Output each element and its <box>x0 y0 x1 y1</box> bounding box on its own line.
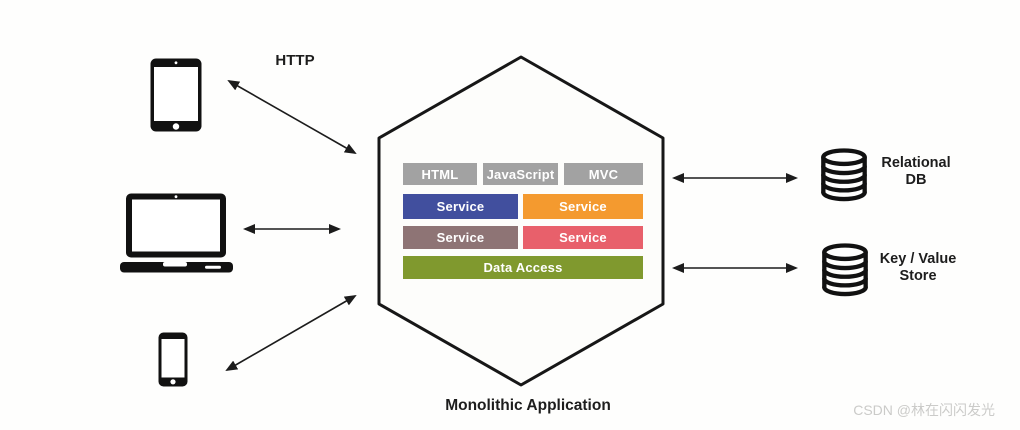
service-box-orange: Service <box>523 194 643 219</box>
key-value-store-label: Key / Value Store <box>866 251 970 285</box>
relational-database-icon <box>821 148 867 202</box>
key-value-store-label-line2: Store <box>899 268 937 284</box>
arrow-phone-hexagon <box>225 294 357 372</box>
service-box-mauve: Service <box>403 226 518 249</box>
key-value-store-icon <box>822 243 868 297</box>
arrow-tablet-hexagon <box>227 80 357 154</box>
javascript-box: JavaScript <box>483 163 558 185</box>
http-label: HTTP <box>275 52 315 69</box>
service-box-red: Service <box>523 226 643 249</box>
monolithic-application-label: Monolithic Application <box>445 397 611 414</box>
tablet-icon <box>150 58 202 132</box>
relational-db-label-line1: Relational <box>881 155 951 171</box>
hexagon-monolith-shape <box>377 55 665 387</box>
relational-db-label: Relational DB <box>868 155 964 189</box>
laptop-icon <box>120 193 233 273</box>
csdn-watermark: CSDN @林在闪闪发光 <box>853 402 995 418</box>
arrows-group <box>225 80 798 372</box>
mvc-box: MVC <box>564 163 643 185</box>
relational-db-label-line2: DB <box>905 172 927 188</box>
html-box: HTML <box>403 163 477 185</box>
data-access-box: Data Access <box>403 256 643 279</box>
key-value-store-label-line1: Key / Value <box>879 251 957 267</box>
smartphone-icon <box>158 332 188 387</box>
service-box-blue: Service <box>403 194 518 219</box>
